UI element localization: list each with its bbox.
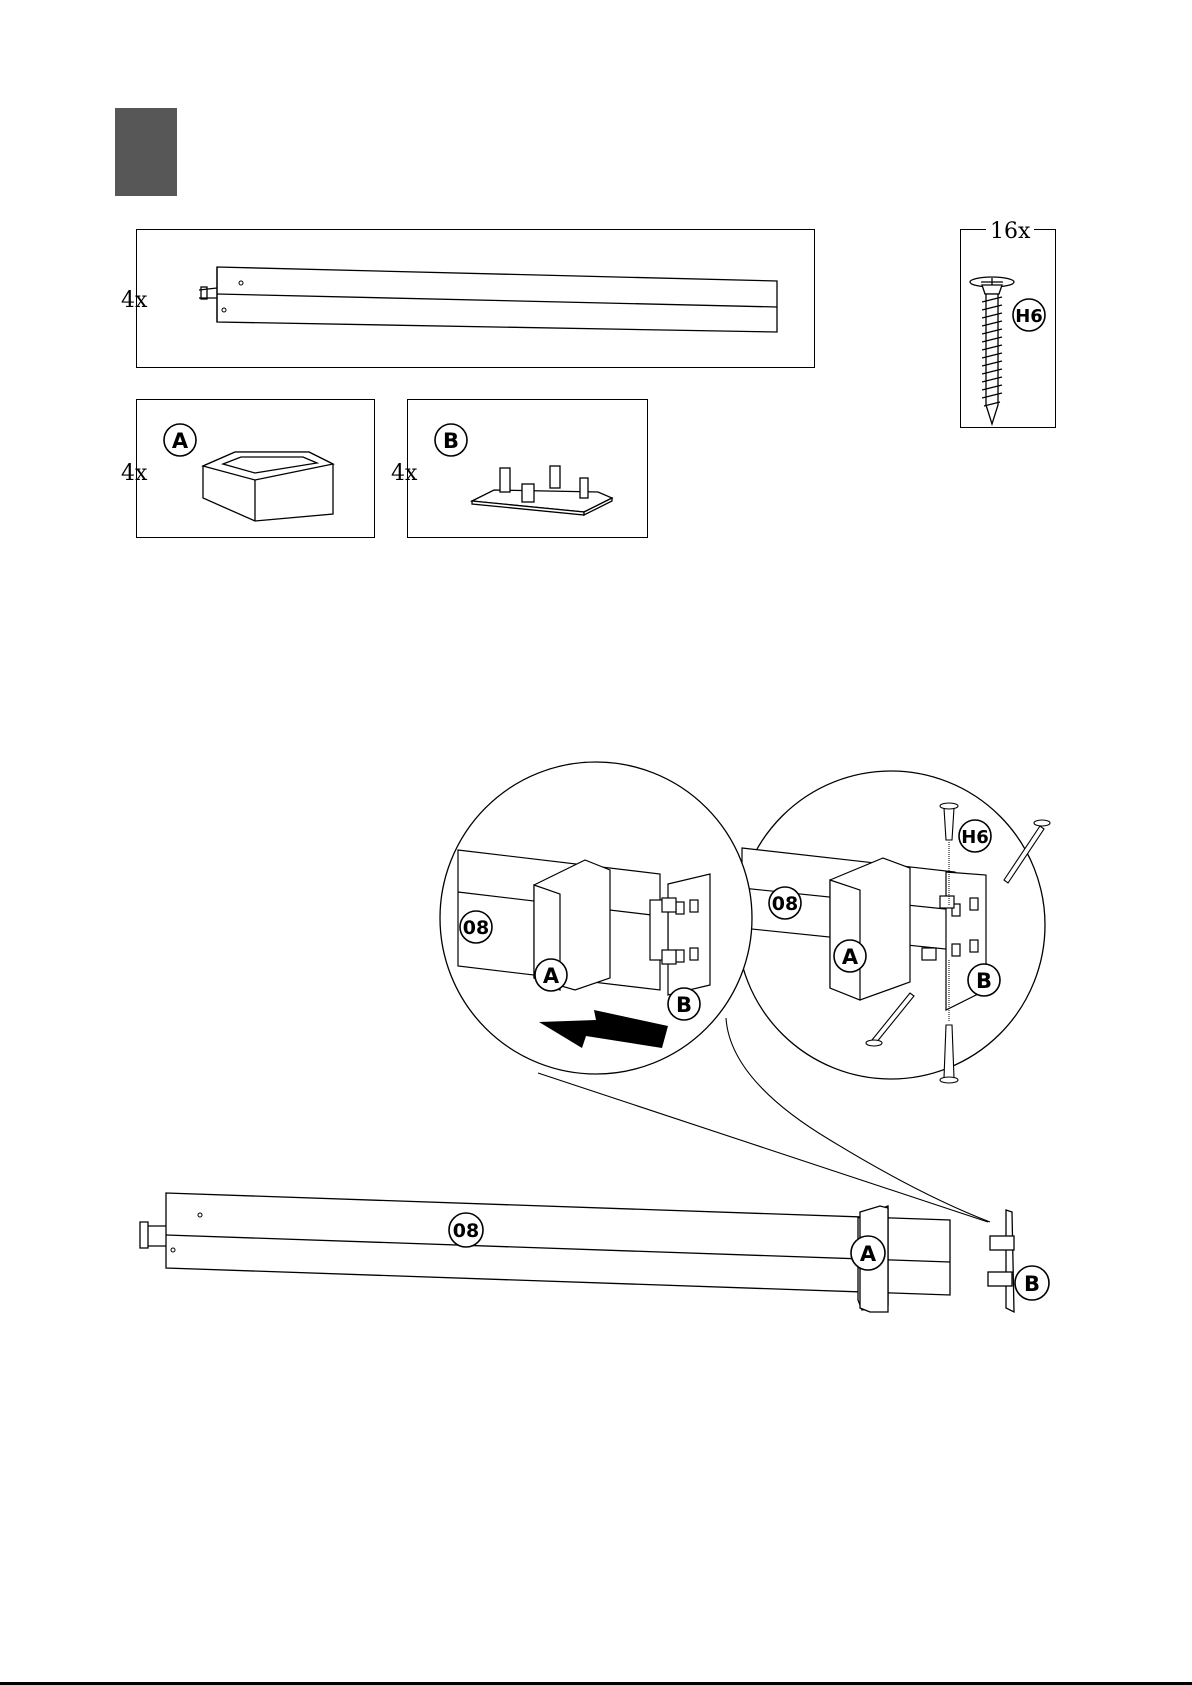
main-part-b-label: B (1024, 1272, 1040, 1296)
detail-left-beam-label: 08 (463, 917, 489, 939)
detail-left: 08 A B (440, 762, 752, 1074)
detail-right-beam-label: 08 (772, 893, 798, 915)
detail-right: 08 A B H6 (737, 771, 1050, 1083)
detail-left-part-b-label: B (676, 993, 692, 1017)
main-beam-label: 08 (453, 1220, 479, 1242)
detail-right-part-a-label: A (842, 945, 859, 969)
detail-right-part-b-label: B (976, 969, 992, 993)
main-beam: 08 A B (140, 1193, 1049, 1312)
main-part-a-label: A (860, 1242, 877, 1266)
detail-right-screw-label: H6 (961, 827, 989, 848)
detail-left-part-a-label: A (543, 964, 560, 988)
